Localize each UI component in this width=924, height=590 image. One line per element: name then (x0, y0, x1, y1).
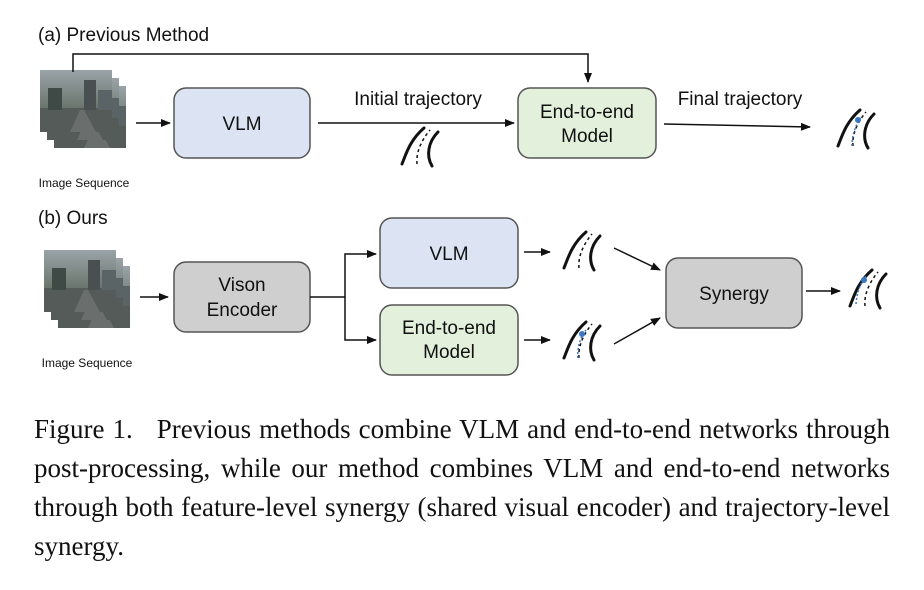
vlm-box-a (173, 87, 311, 159)
synergy-box (665, 257, 803, 329)
vlm-label-a: VLM (222, 114, 261, 135)
vlm-box-b (379, 217, 519, 289)
e2e-box-a (517, 87, 657, 159)
arrow-e2e-traj-to-synergy (613, 317, 661, 345)
arrow-vlm-traj-to-synergy (613, 247, 661, 271)
e2e-label-line1-a: End-to-end (540, 102, 634, 123)
e2e-box-b (379, 304, 519, 376)
arrow-encoder-to-e2e-b (344, 297, 377, 344)
section-a-title: (a) Previous Method (38, 25, 209, 46)
vision-encoder-box (173, 261, 311, 333)
image-sequence-a (40, 70, 126, 148)
image-sequence-caption-a: Image Sequence (39, 176, 130, 190)
output-trajectory-icon (848, 268, 888, 310)
vlm-label-b: VLM (429, 244, 468, 265)
initial-trajectory-icon (400, 126, 440, 168)
vlm-trajectory-icon (562, 230, 602, 272)
e2e-label-line1-b: End-to-end (402, 318, 496, 339)
arrow-e2e-to-final-a (663, 122, 811, 131)
figure-caption-text: Figure 1. Previous methods combine VLM a… (34, 414, 890, 561)
arrow-encoder-to-vlm-b (310, 250, 377, 298)
figure-caption: Figure 1. Previous methods combine VLM a… (34, 410, 890, 566)
initial-trajectory-label: Initial trajectory (354, 89, 482, 110)
encoder-label-line1: Vison (218, 275, 265, 296)
image-sequence-caption-b: Image Sequence (42, 356, 133, 370)
e2e-label-line2-a: Model (561, 126, 613, 147)
final-trajectory-label: Final trajectory (678, 89, 803, 110)
e2e-trajectory-icon (562, 320, 602, 362)
synergy-label: Synergy (699, 284, 769, 305)
e2e-label-line2-b: Model (423, 342, 475, 363)
image-sequence-b (44, 250, 130, 328)
encoder-label-line2: Encoder (207, 300, 278, 321)
bypass-arrow-a (72, 53, 592, 83)
method-comparison-diagram: (a) Previous Method Image Sequence VLM I… (38, 25, 888, 376)
final-trajectory-icon (836, 108, 876, 150)
section-b-title: (b) Ours (38, 208, 108, 229)
